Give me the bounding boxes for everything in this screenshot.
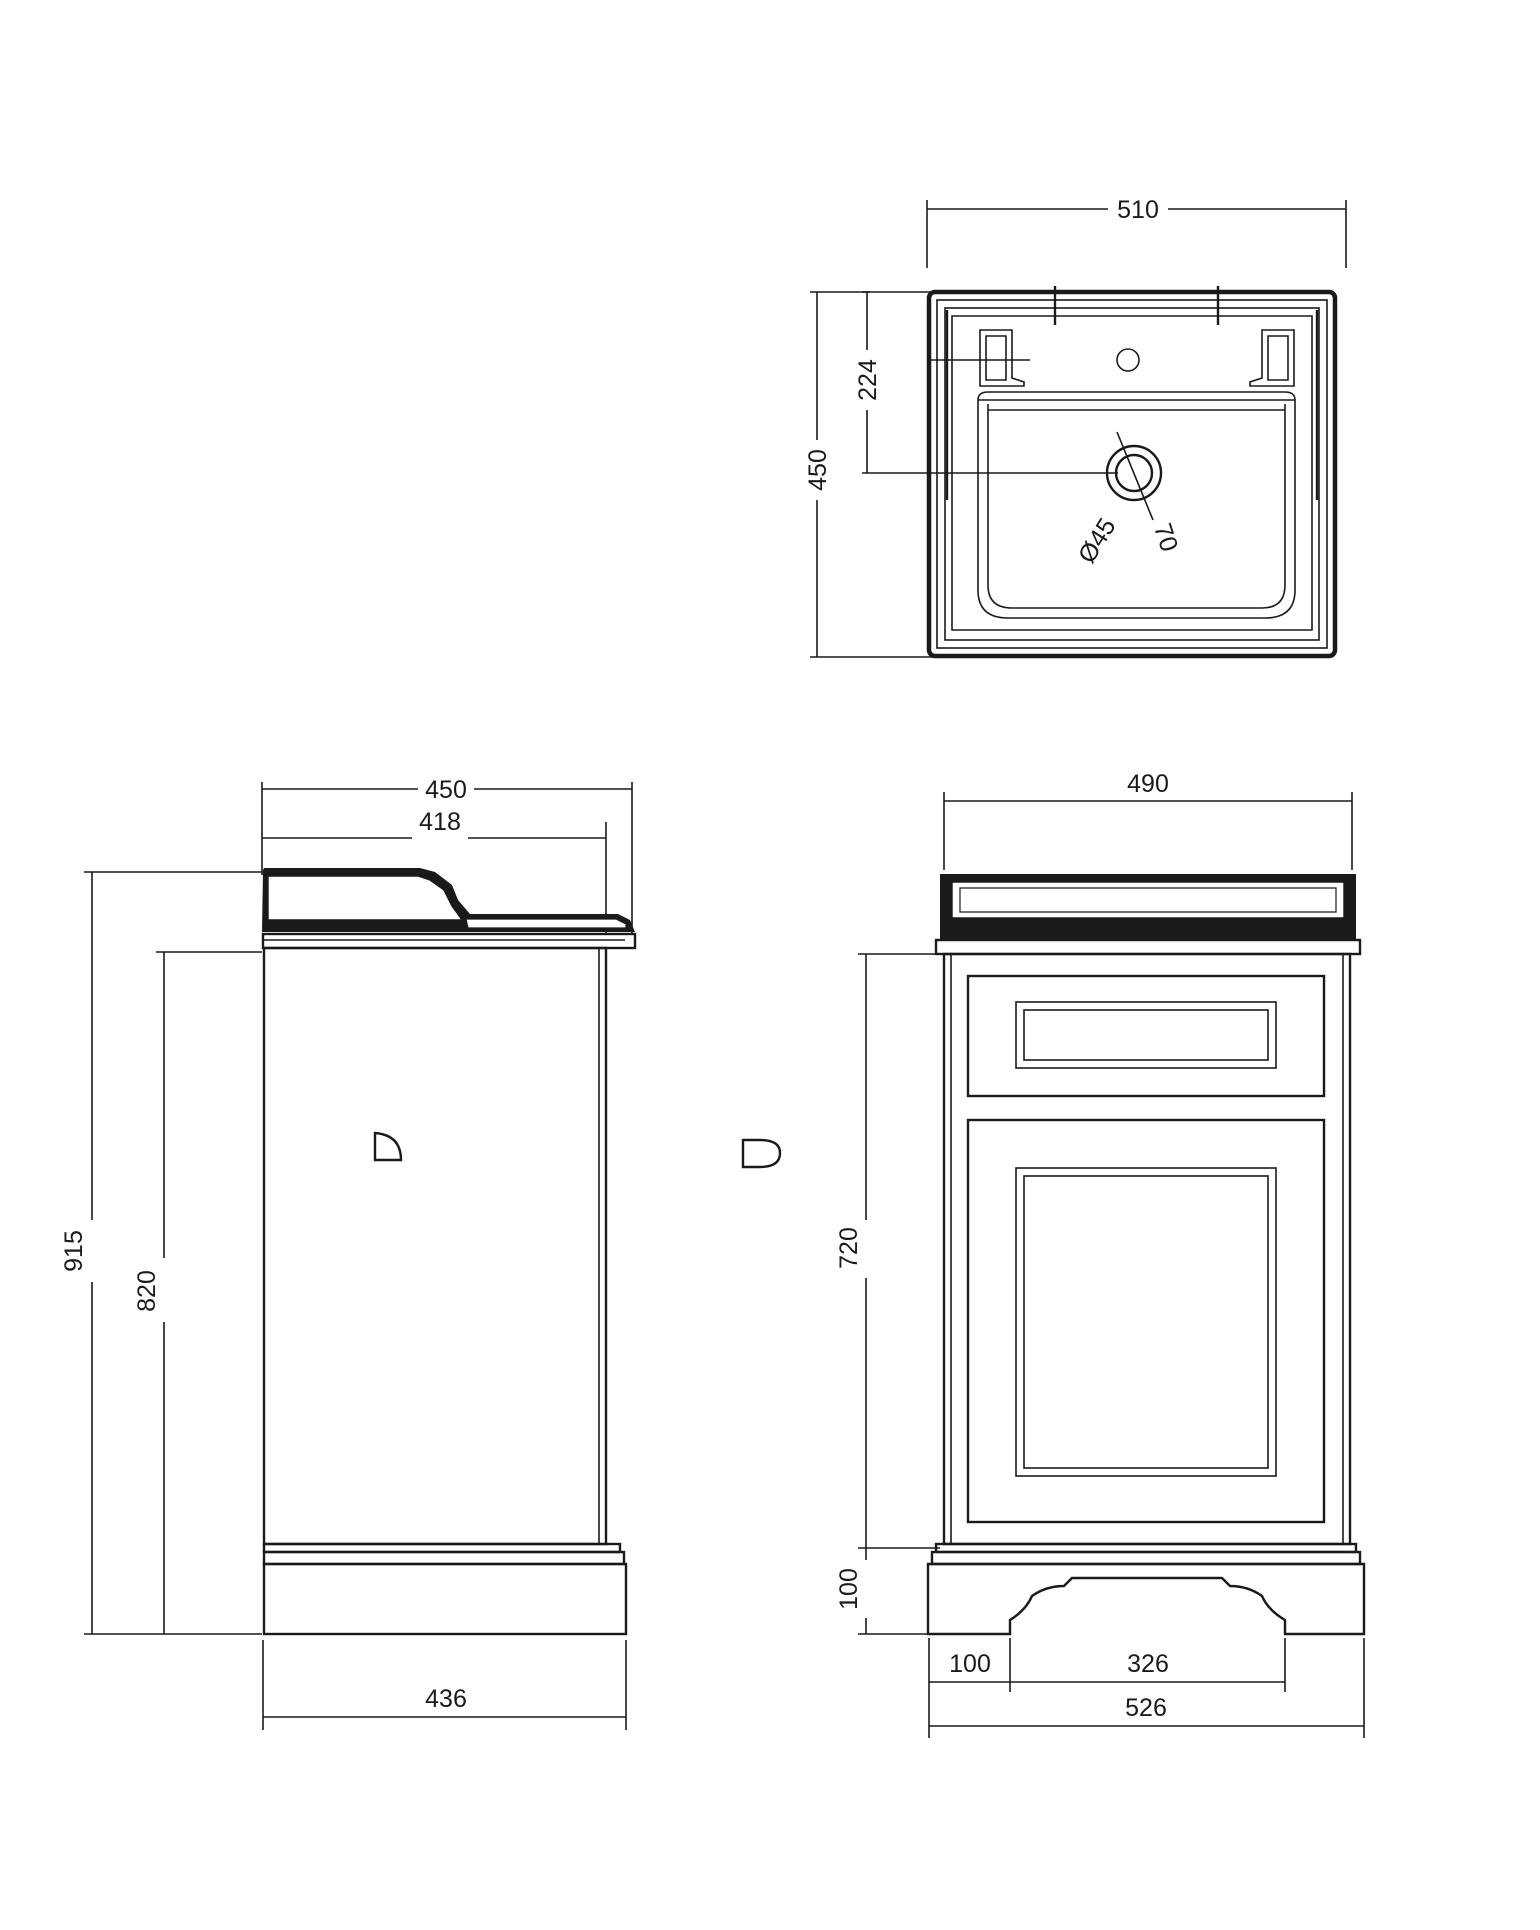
dim-side-top-depth: 450 [425, 776, 467, 804]
door-swing-symbol [741, 1138, 782, 1169]
dim-front-plinth-cutout: 326 [1127, 1650, 1169, 1678]
dim-front-plinth-inset: 100 [949, 1650, 991, 1678]
dim-side-total-height: 915 [60, 1230, 88, 1272]
dim-side-cabinet-height: 820 [133, 1270, 161, 1312]
dim-front-basin-width: 490 [1127, 770, 1169, 798]
side-view: 450 418 915 820 4 [60, 776, 637, 1730]
dim-front-total-width: 526 [1125, 1694, 1167, 1722]
front-view: 490 720 100 [835, 770, 1366, 1738]
dim-top-depth: 450 [804, 449, 832, 491]
dim-top-width: 510 [1117, 196, 1159, 224]
top-view: 510 Ø45 70 450 [804, 196, 1347, 659]
dim-tap-to-waste: 224 [854, 359, 882, 401]
dim-front-plinth-height: 100 [835, 1568, 863, 1610]
dim-side-inner-depth: 418 [419, 808, 461, 836]
dim-front-cabinet-height: 720 [835, 1227, 863, 1269]
dim-waste-outer: 70 [1148, 520, 1183, 555]
dim-side-plinth-depth: 436 [425, 1685, 467, 1713]
dim-waste-diameter: Ø45 [1073, 513, 1122, 568]
